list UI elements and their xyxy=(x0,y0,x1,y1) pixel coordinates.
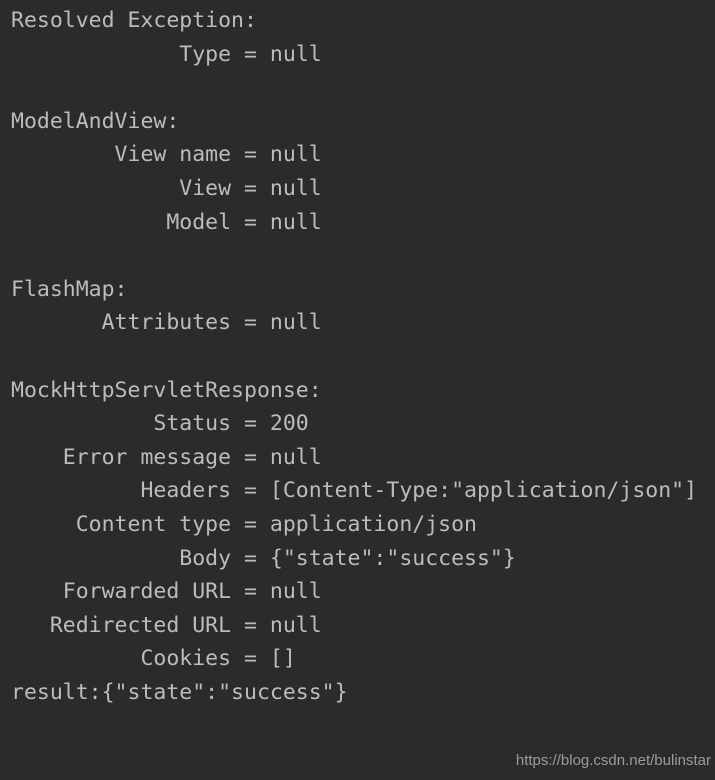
console-section: Resolved Exception: Type = null xyxy=(11,4,697,71)
console-line-attributes: Attributes = null xyxy=(11,310,322,336)
console-line-error-message: Error message = null xyxy=(11,444,322,470)
section-title: MockHttpServletResponse: xyxy=(11,377,322,403)
console-section: ModelAndView: View name = null View = nu… xyxy=(11,105,697,239)
section-title: FlashMap: xyxy=(11,276,128,302)
console-line-body: Body = {"state":"success"} xyxy=(11,545,516,571)
console-section: FlashMap: Attributes = null xyxy=(11,273,697,340)
section-title: ModelAndView: xyxy=(11,108,180,134)
console-line-content-type: Content type = application/json xyxy=(11,511,477,537)
console-line-model: Model = null xyxy=(11,209,322,235)
console-line-type: Type = null xyxy=(11,41,322,67)
console-line-redirected-url: Redirected URL = null xyxy=(11,612,322,638)
console-line-view-name: View name = null xyxy=(11,142,322,168)
console-line-status: Status = 200 xyxy=(11,411,309,437)
console-line-forwarded-url: Forwarded URL = null xyxy=(11,579,322,605)
watermark-url: https://blog.csdn.net/bulinstar xyxy=(515,752,711,769)
console-line-cookies: Cookies = [] xyxy=(11,646,296,672)
console-line-view: View = null xyxy=(11,175,322,201)
console-line-headers: Headers = [Content-Type:"application/jso… xyxy=(11,478,698,504)
console-section: MockHttpServletResponse: Status = 200 Er… xyxy=(11,374,697,676)
section-title: Resolved Exception: xyxy=(11,8,257,33)
result-line: result:{"state":"success"} xyxy=(11,679,348,705)
